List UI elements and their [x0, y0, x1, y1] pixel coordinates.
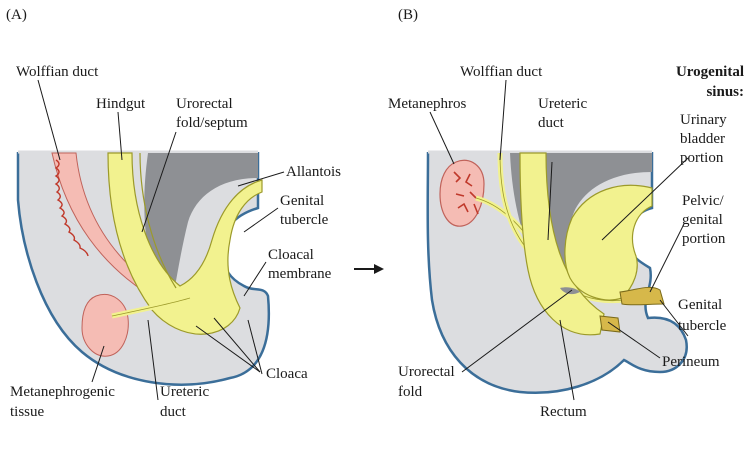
- label-b-urorectal-1: Urorectal: [398, 364, 455, 380]
- label-b-ureteric-2: duct: [538, 115, 565, 131]
- label-b-genital-1: Genital: [678, 297, 722, 313]
- label-b-pelvic-3: portion: [682, 231, 726, 247]
- panel-a-metanephrogenic-tissue: [82, 294, 128, 356]
- label-a-cloacal-2: membrane: [268, 266, 332, 282]
- label-a-metanephrogenic-1: Metanephrogenic: [10, 384, 115, 400]
- label-a-urorectal-2: fold/septum: [176, 115, 248, 131]
- panel-b-letter: (B): [398, 7, 418, 23]
- label-a-hindgut: Hindgut: [96, 96, 146, 112]
- label-b-wolffian-duct: Wolffian duct: [460, 64, 543, 80]
- label-b-rectum: Rectum: [540, 404, 587, 420]
- panel-a: (A): [6, 7, 341, 420]
- label-b-perineum: Perineum: [662, 354, 720, 370]
- label-b-urinary-2: bladder: [680, 131, 725, 147]
- label-b-genital-2: tubercle: [678, 318, 727, 334]
- transition-arrow: [354, 264, 384, 274]
- panel-b-top-mask: [426, 140, 656, 152]
- label-a-allantois: Allantois: [286, 164, 341, 180]
- label-b-urinary-3: portion: [680, 150, 724, 166]
- label-a-metanephrogenic-2: tissue: [10, 404, 45, 420]
- label-a-wolffian-duct: Wolffian duct: [16, 64, 99, 80]
- label-a-urorectal-1: Urorectal: [176, 96, 233, 112]
- label-b-pelvic-1: Pelvic/: [682, 193, 724, 209]
- label-b-pelvic-2: genital: [682, 212, 723, 228]
- panel-a-letter: (A): [6, 7, 27, 23]
- panel-a-top-mask: [16, 140, 262, 152]
- label-b-urorectal-2: fold: [398, 384, 423, 400]
- label-a-genital-1: Genital: [280, 193, 324, 209]
- label-a-cloaca: Cloaca: [266, 366, 308, 382]
- label-a-cloacal-1: Cloacal: [268, 247, 314, 263]
- label-a-ureteric-1: Ureteric: [160, 384, 209, 400]
- panel-b-perineum-plug: [600, 316, 620, 332]
- label-b-ureteric-1: Ureteric: [538, 96, 587, 112]
- label-b-metanephros: Metanephros: [388, 96, 466, 112]
- label-a-genital-2: tubercle: [280, 212, 329, 228]
- label-a-ureteric-2: duct: [160, 404, 187, 420]
- label-b-ug-sinus-1: Urogenital: [676, 64, 744, 80]
- panel-b: (B): [388, 7, 744, 420]
- label-b-urinary-1: Urinary: [680, 112, 727, 128]
- label-b-ug-sinus-2: sinus:: [706, 84, 744, 100]
